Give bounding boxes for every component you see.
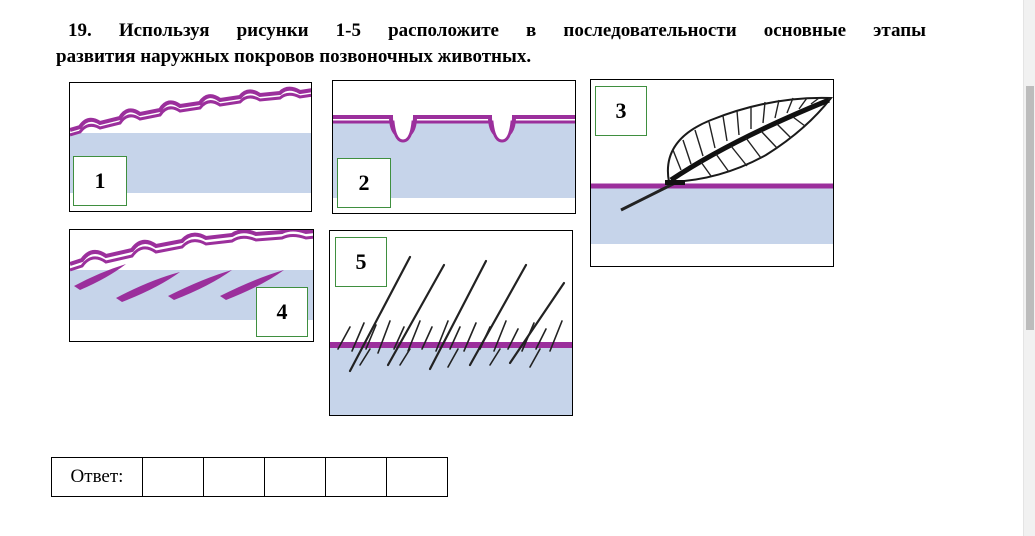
figure-3-illustration [591,96,833,244]
figure-2-skin: 2 [332,80,576,214]
answer-cell-3[interactable] [264,457,326,497]
answer-cell-5[interactable] [386,457,448,497]
figure-4-scales: 4 [69,229,314,342]
question-text: 19. Используя рисунки 1-5 расположите в … [56,18,926,70]
question-line-2: развития наружных покровов позвоночных ж… [56,46,532,67]
figure-3-number: 3 [595,86,647,136]
scrollbar-thumb[interactable] [1026,86,1034,330]
answer-cell-4[interactable] [325,457,387,497]
answer-label: Ответ: [51,457,143,497]
figure-5-hair: 5 [329,230,573,416]
answer-cell-2[interactable] [203,457,265,497]
answer-cell-1[interactable] [142,457,204,497]
figure-5-number: 5 [335,237,387,287]
vertical-scrollbar[interactable] [1023,0,1035,536]
figure-5-illustration [330,255,572,415]
figure-4-number: 4 [256,287,308,337]
figure-1-scales: 1 [69,82,312,212]
question-line-1: 19. Используя рисунки 1-5 расположите в … [68,20,926,41]
answer-table: Ответ: [51,457,448,497]
figure-3-feather: 3 [590,79,834,267]
figure-2-number: 2 [337,158,391,208]
figure-1-number: 1 [73,156,127,206]
